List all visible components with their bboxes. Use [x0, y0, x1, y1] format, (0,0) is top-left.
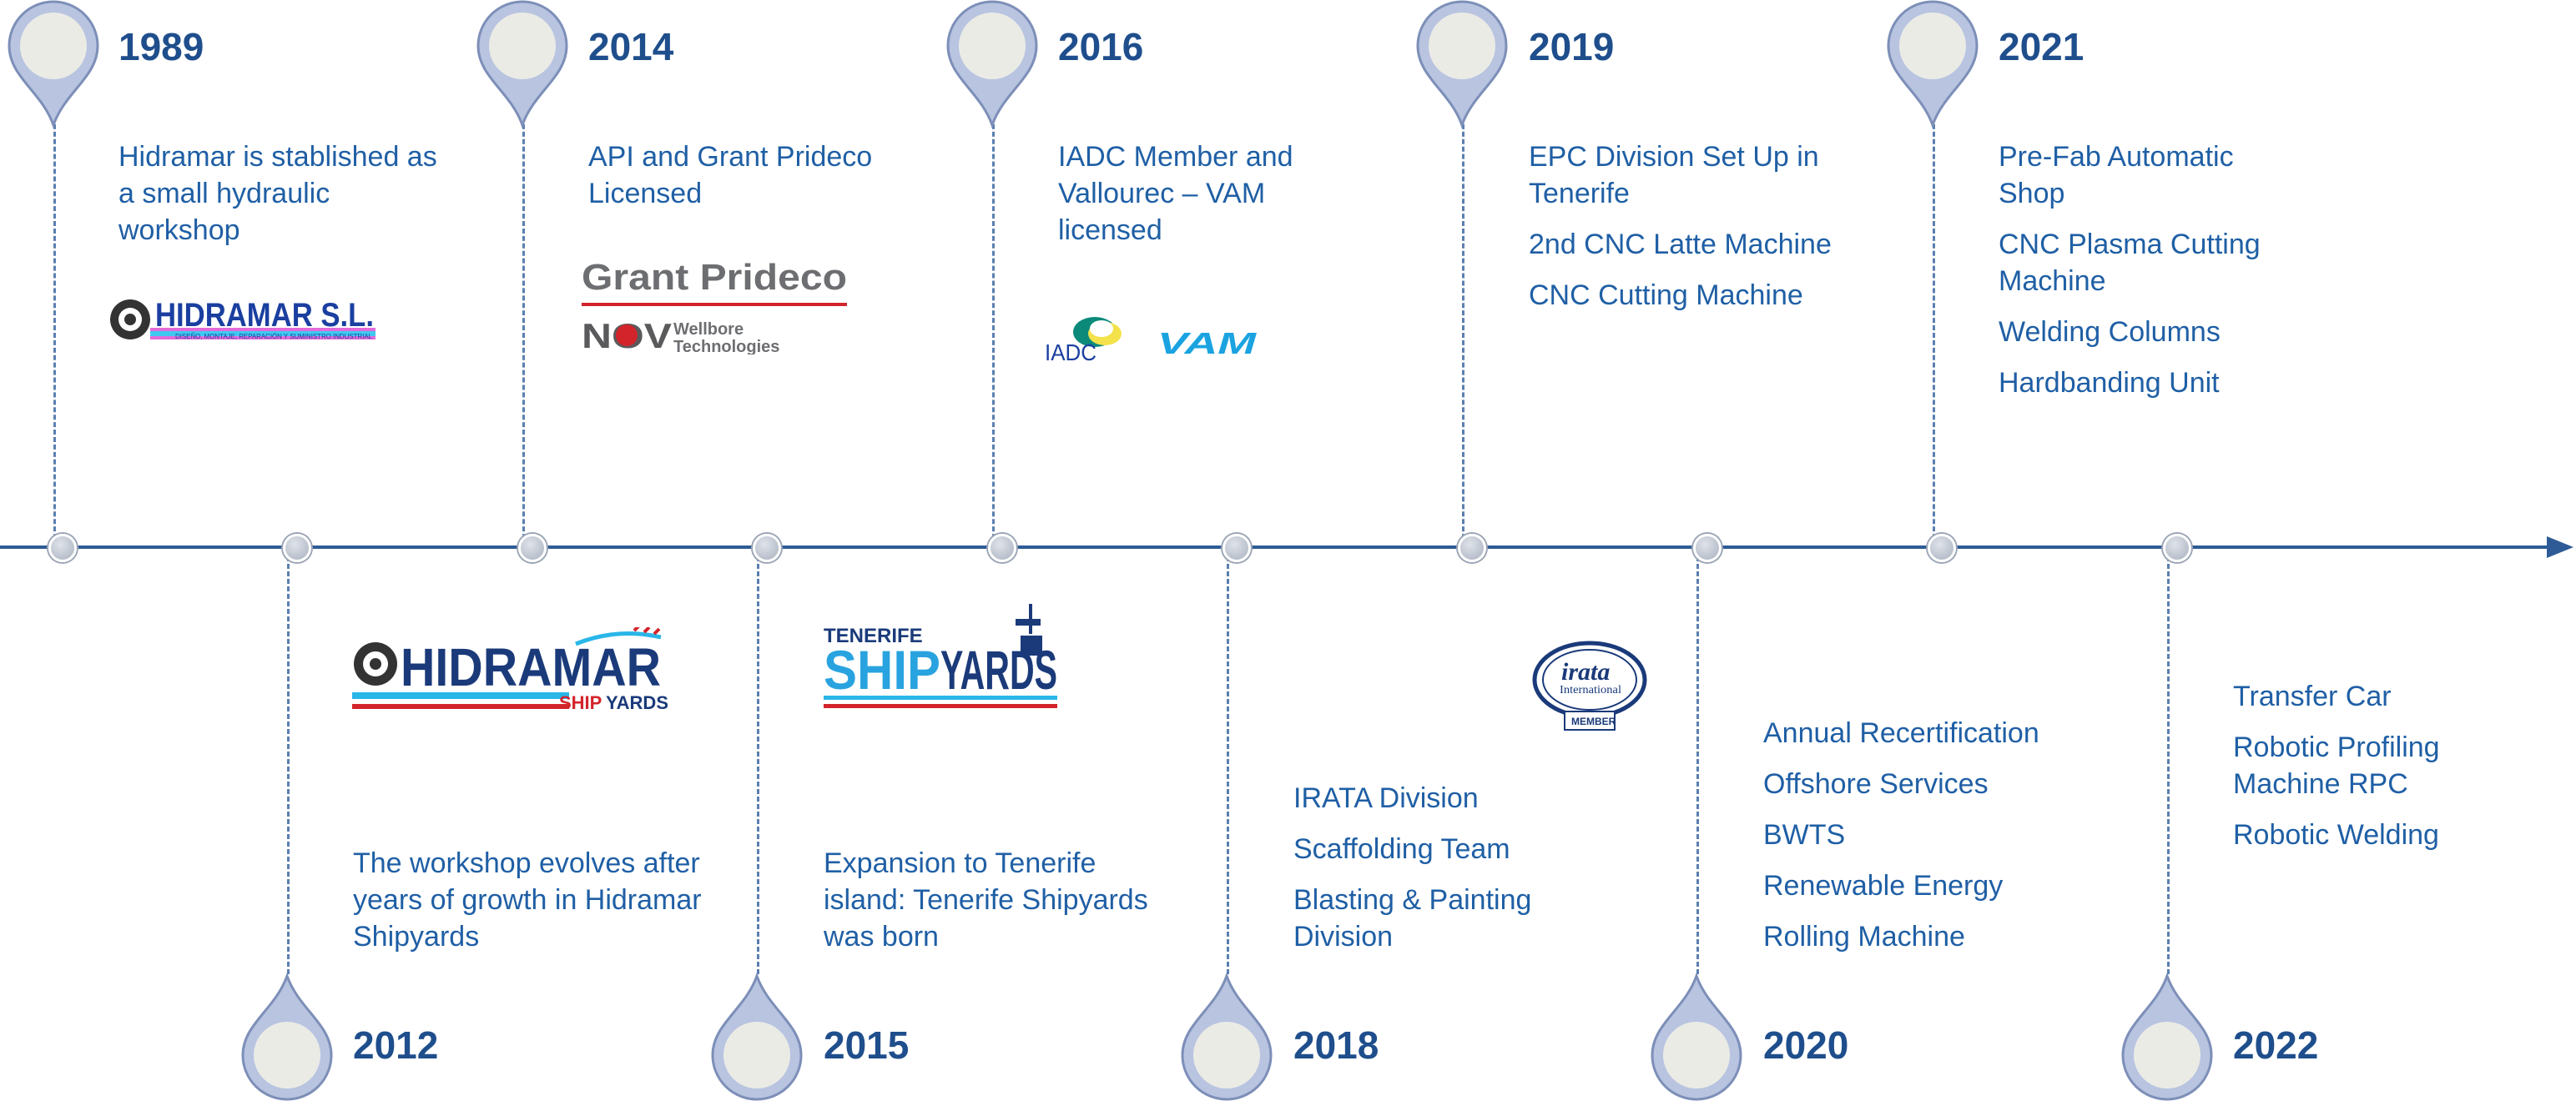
connector-2012 [287, 549, 290, 974]
technologies-logo-text: Technologies [673, 338, 779, 354]
event-description-2014: API and Grant Prideco Licensed [588, 141, 873, 209]
vam-logo: VAM [1157, 327, 1258, 360]
axis-tick [1222, 534, 1251, 562]
map-pin-icon [946, 0, 1038, 129]
hidramar-shipyards-yards-text: YARDS [606, 692, 668, 713]
hidramar-sl-logo-text: HIDRAMAR S.L. [155, 297, 374, 334]
event-description-2012: The workshop evolves after years of grow… [353, 847, 702, 953]
event-list-2019: EPC Division Set Up in Tenerife 2nd CNC … [1529, 138, 1879, 328]
year-label-2022: 2022 [2233, 1023, 2319, 1067]
tenerife-logo-text: TENERIFE [824, 625, 923, 647]
list-item: CNC Cutting Machine [1529, 279, 1803, 311]
list-item: Pre-Fab Automatic Shop [1999, 141, 2234, 209]
year-label-2019: 2019 [1529, 25, 1615, 68]
list-item: EPC Division Set Up in Tenerife [1529, 141, 1819, 209]
event-description-2016: IADC Member and Vallourec – VAM licensed [1058, 141, 1293, 246]
axis-tick [753, 534, 781, 562]
axis-tick [1458, 534, 1486, 562]
axis-tick [518, 534, 547, 562]
connector-2019 [1462, 117, 1464, 546]
year-label-2018: 2018 [1293, 1023, 1379, 1067]
list-item: Annual Recertification [1763, 717, 2039, 749]
map-pin-icon [1887, 0, 1979, 129]
year-label-2020: 2020 [1763, 1023, 1849, 1067]
grant-prideco-nov-logo: Grant Prideco NOV Wellbore Technologies [582, 257, 847, 354]
irata-logo-text: irata [1561, 658, 1610, 686]
axis-tick [283, 534, 311, 562]
list-item: Hardbanding Unit [1999, 367, 2220, 399]
tenerife-yards-text: YARDS [940, 639, 1057, 701]
event-list-2018: IRATA Division Scaffolding Team Blasting… [1293, 780, 1611, 969]
wellbore-logo-text: Wellbore [673, 320, 744, 339]
map-pin-icon [476, 0, 568, 129]
tenerife-ship-text: SHIP [824, 639, 940, 701]
irata-logo-subtext: International [1560, 684, 1621, 696]
map-pin-icon [711, 972, 803, 1101]
list-item: IRATA Division [1293, 782, 1479, 814]
list-item: CNC Plasma Cutting Machine [1999, 229, 2261, 297]
event-description-2015: Expansion to Tenerife island: Tenerife S… [824, 847, 1148, 953]
iadc-logo: IADC [1045, 317, 1122, 365]
axis-tick [988, 534, 1016, 562]
list-item: BWTS [1763, 819, 1846, 851]
map-pin-icon [1416, 0, 1508, 129]
list-item: Robotic Profiling Machine RPC [2233, 731, 2440, 800]
vam-logo-text: VAM [1157, 327, 1258, 360]
connector-2021 [1933, 117, 1935, 546]
year-label-2016: 2016 [1058, 25, 1144, 68]
tenerife-shipyards-logo: TENERIFE SHIP YARDS [824, 604, 1057, 708]
year-label-2014: 2014 [588, 25, 674, 68]
hidramar-sl-logo-subtext: DISEÑO, MONTAJE, REPARACIÓN Y SUMINISTRO… [175, 333, 373, 340]
list-item: Blasting & Painting Division [1293, 884, 1532, 953]
timeline-axis [0, 545, 2555, 549]
list-item: Rolling Machine [1763, 921, 1965, 953]
map-pin-icon [1651, 972, 1742, 1101]
connector-2022 [2167, 549, 2170, 974]
list-item: 2nd CNC Latte Machine [1529, 229, 1832, 260]
hidramar-sl-logo: HIDRAMAR S.L. DISEÑO, MONTAJE, REPARACIÓ… [110, 297, 376, 340]
connector-2014 [522, 117, 525, 546]
map-pin-icon [241, 972, 333, 1101]
axis-tick [1928, 534, 1956, 562]
axis-tick [2163, 534, 2191, 562]
list-item: Transfer Car [2233, 681, 2392, 712]
hidramar-shipyards-logo: HIDRAMAR SHIP YARDS [352, 627, 668, 713]
map-pin-icon [2121, 972, 2213, 1101]
connector-2020 [1696, 549, 1699, 974]
map-pin-icon [8, 0, 99, 129]
event-list-2022: Transfer Car Robotic Profiling Machine R… [2233, 678, 2508, 867]
event-list-2020: Annual Recertification Offshore Services… [1763, 715, 2114, 969]
axis-tick [48, 534, 77, 562]
iadc-logo-text: IADC [1045, 339, 1096, 365]
hidramar-shipyards-logo-text: HIDRAMAR [401, 637, 661, 697]
list-item: Robotic Welding [2233, 819, 2439, 851]
year-label-2012: 2012 [353, 1023, 439, 1067]
connector-2018 [1227, 549, 1229, 974]
event-description-1989: Hidramar is stablished as a small hydrau… [118, 141, 437, 246]
event-list-2021: Pre-Fab Automatic Shop CNC Plasma Cuttin… [1999, 138, 2274, 415]
list-item: Scaffolding Team [1293, 833, 1510, 865]
map-pin-icon [1181, 972, 1273, 1101]
year-label-2015: 2015 [824, 1023, 910, 1067]
irata-member-text: MEMBER [1571, 716, 1616, 727]
irata-logo: irata International MEMBER [1532, 641, 1647, 731]
connector-1989 [53, 117, 56, 546]
timeline-arrow-icon [2547, 536, 2573, 558]
year-label-2021: 2021 [1999, 25, 2084, 68]
hidramar-shipyards-ship-text: SHIP [559, 692, 602, 713]
connector-2016 [992, 117, 995, 546]
axis-tick [1693, 534, 1722, 562]
list-item: Renewable Energy [1763, 870, 2004, 902]
list-item: Welding Columns [1999, 316, 2221, 348]
list-item: Offshore Services [1763, 768, 1989, 800]
connector-2015 [757, 549, 759, 974]
grant-prideco-logo-text: Grant Prideco [582, 257, 847, 298]
year-label-1989: 1989 [118, 25, 204, 68]
